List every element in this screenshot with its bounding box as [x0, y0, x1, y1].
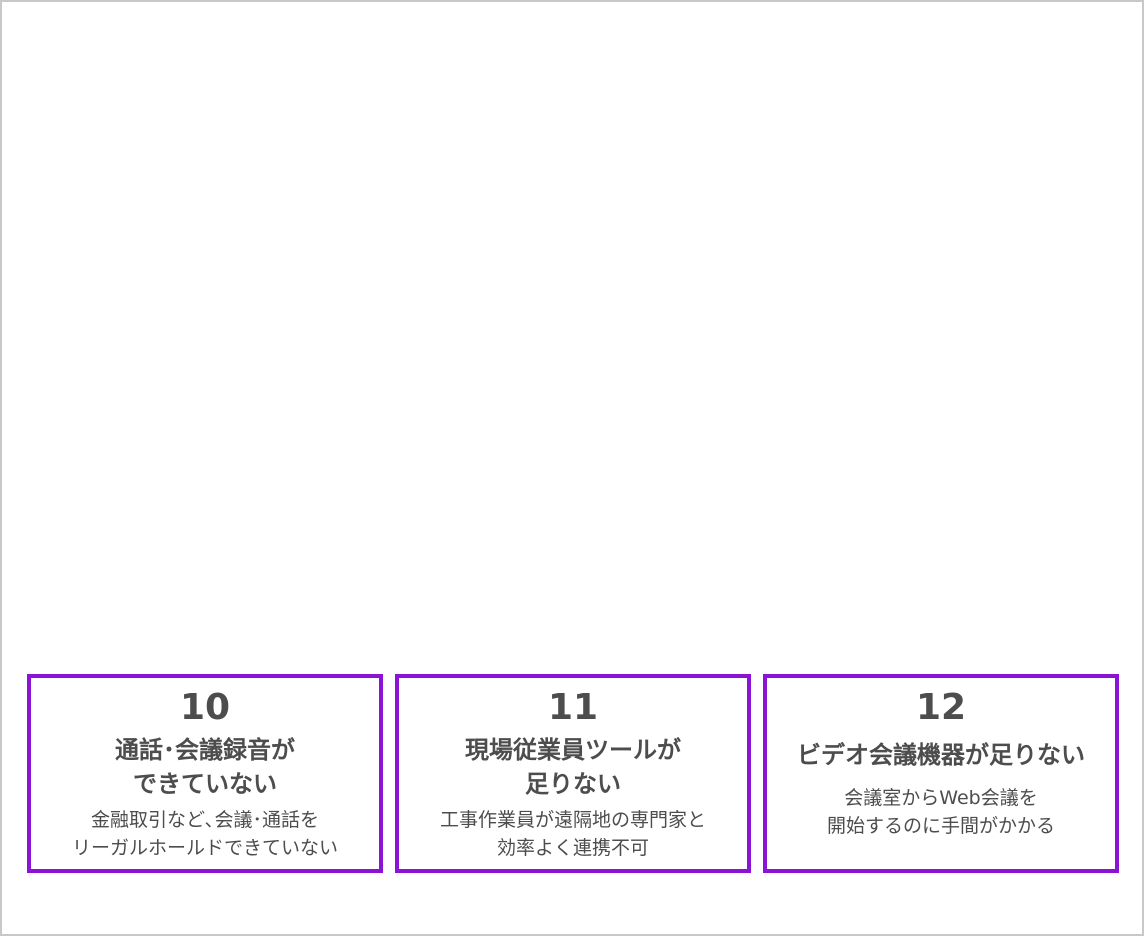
issue-title: 通話･会議録音が できていない [37, 733, 373, 801]
issue-title: ビデオ会議機器が足りない [773, 738, 1109, 772]
issue-description: 工事作業員が遠隔地の専門家と 効率よく連携不可 [405, 806, 741, 862]
issue-card-12: 12 ビデオ会議機器が足りない 会議室からWeb会議を 開始するのに手間がかかる [763, 674, 1119, 873]
issue-description-line: 会議室からWeb会議を [844, 787, 1038, 809]
issue-description-line: 開始するのに手間がかかる [826, 815, 1055, 837]
issue-description-line: 工事作業員が遠隔地の専門家と [439, 809, 706, 831]
issue-title-line: できていない [133, 770, 277, 798]
issue-title-line: 足りない [525, 770, 621, 798]
issue-number: 10 [179, 687, 231, 728]
issue-description: 会議室からWeb会議を 開始するのに手間がかかる [773, 784, 1109, 840]
issue-title: 現場従業員ツールが 足りない [405, 733, 741, 801]
issue-description-line: 金融取引など､会議･通話を [90, 809, 319, 831]
issue-description-line: リーガルホールドできていない [71, 837, 338, 859]
issue-title-line: ビデオ会議機器が足りない [797, 741, 1085, 769]
issue-description-line: 効率よく連携不可 [496, 837, 649, 859]
issue-number: 12 [915, 687, 967, 728]
issue-card-10: 10 通話･会議録音が できていない 金融取引など､会議･通話を リーガルホール… [27, 674, 383, 873]
issue-title-line: 通話･会議録音が [115, 736, 295, 764]
issue-description: 金融取引など､会議･通話を リーガルホールドできていない [37, 806, 373, 862]
issue-card-11: 11 現場従業員ツールが 足りない 工事作業員が遠隔地の専門家と 効率よく連携不… [395, 674, 751, 873]
issue-number: 11 [547, 687, 599, 728]
issue-title-line: 現場従業員ツールが [465, 736, 681, 764]
